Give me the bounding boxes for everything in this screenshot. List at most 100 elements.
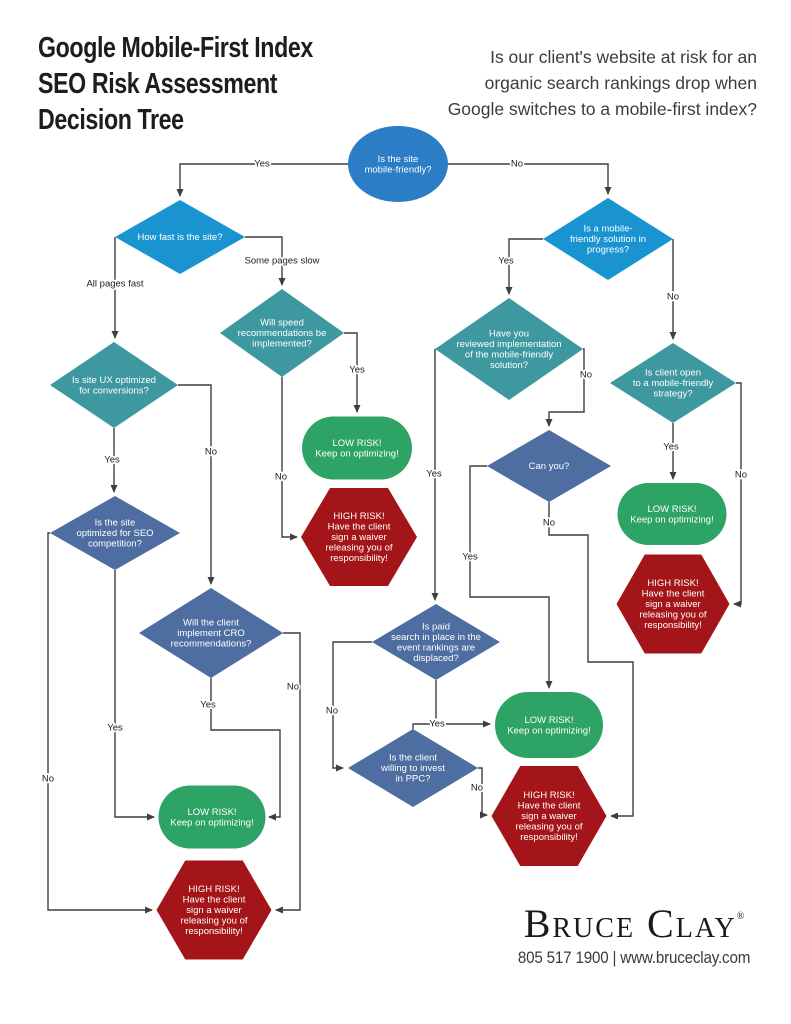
mobile-friendly-solution-in-progress-shape (543, 198, 673, 280)
edge-label-can-you-yes: Yes (462, 552, 478, 563)
low-risk-3-label: LOW RISK!Keep on optimizing! (507, 714, 590, 736)
page-title: Google Mobile-First Index SEO Risk Asses… (38, 30, 313, 138)
client-implement-cro-shape (139, 588, 283, 678)
node-low-risk-3: LOW RISK!Keep on optimizing! (495, 692, 603, 758)
paid-search-in-place-shape (372, 604, 500, 680)
edge-solution-in-progress-yes (505, 238, 543, 295)
edge-can-you-yes (469, 465, 553, 689)
intro-question: Is our client's website at risk for an o… (448, 44, 757, 122)
edge-paid-search-no (332, 641, 372, 772)
edge-label-speed-recs-no: No (275, 472, 287, 483)
node-low-risk-4: LOW RISK!Keep on optimizing! (158, 785, 266, 849)
edge-label-cro-yes: Yes (200, 700, 216, 711)
reviewed-implementation-mobile-solution-shape (435, 298, 583, 400)
edge-label-speed-recs-yes: Yes (349, 365, 365, 376)
edge-label-mobile-friendly-yes: Yes (254, 159, 270, 170)
edge-label-how-fast-all-pages-fast: All pages fast (86, 279, 143, 290)
can-you-label: Can you? (529, 461, 570, 472)
edge-can-you-no (548, 502, 634, 820)
footer: Bruce Clay® 805 517 1900 | www.bruceclay… (484, 896, 784, 968)
client-open-to-mobile-strategy-shape (610, 343, 736, 423)
how-fast-is-the-site-shape (115, 200, 245, 274)
edge-label-can-you-no: No (543, 518, 555, 529)
page-title-line2: SEO Risk Assessment (38, 68, 278, 100)
bruce-clay-logo-text: Bruce Clay (523, 901, 737, 946)
low-risk-4-shape (158, 785, 266, 849)
contact-info: 805 517 1900 | www.bruceclay.com (517, 949, 751, 967)
page-title-line3: Decision Tree (38, 104, 184, 136)
registered-mark: ® (736, 911, 745, 922)
edge-speed-recs-no (281, 377, 298, 541)
edge-label-ux-optimized-yes: Yes (104, 455, 120, 466)
edge-label-ux-optimized-no: No (205, 447, 217, 458)
site-optimized-for-seo-competition-shape (50, 496, 180, 570)
edge-client-open-no (733, 382, 742, 608)
is-site-mobile-friendly-shape (348, 126, 448, 202)
can-you-shape (487, 430, 611, 502)
edge-label-reviewed-implementation-no: No (580, 370, 592, 381)
node-how-fast-is-the-site: How fast is the site? (115, 200, 245, 274)
edge-cro-yes (210, 678, 281, 821)
intro-question-line3: Google switches to a mobile-first index? (447, 99, 757, 119)
edge-label-seo-competition-no: No (42, 774, 54, 785)
high-risk-1-shape (301, 488, 417, 586)
site-ux-optimized-for-conversions-shape (50, 342, 178, 428)
edge-label-ppc-no: No (471, 783, 483, 794)
edge-label-client-open-no: No (735, 470, 747, 481)
edge-seo-competition-no (47, 532, 153, 914)
speed-recommendations-implemented-shape (220, 289, 344, 377)
client-willing-invest-ppc-shape (348, 729, 478, 807)
edge-label-seo-competition-yes: Yes (107, 723, 123, 734)
page-title-line1: Google Mobile-First Index (38, 32, 313, 64)
high-risk-2-shape (616, 554, 730, 654)
low-risk-3-shape (495, 692, 603, 758)
low-risk-2-label: LOW RISK!Keep on optimizing! (630, 503, 713, 525)
high-risk-4-shape (156, 860, 272, 960)
edge-mobile-friendly-yes (176, 163, 348, 197)
edge-ux-optimized-no (178, 384, 215, 585)
edge-label-client-open-yes: Yes (663, 442, 679, 453)
edge-speed-recs-yes (344, 332, 361, 413)
edge-label-paid-search-yes: Yes (429, 719, 445, 730)
how-fast-is-the-site-label: How fast is the site? (137, 232, 222, 243)
edge-label-reviewed-implementation-yes: Yes (426, 469, 442, 480)
edge-ppc-no (478, 767, 488, 819)
edge-cro-no (275, 632, 301, 914)
node-low-risk-1: LOW RISK!Keep on optimizing! (302, 416, 412, 480)
edge-mobile-friendly-no (448, 163, 612, 195)
edge-ppc-yes-join (412, 723, 436, 729)
node-low-risk-2: LOW RISK!Keep on optimizing! (617, 483, 727, 545)
edge-how-fast-some-pages-slow (245, 236, 286, 286)
edge-label-paid-search-no: No (326, 706, 338, 717)
edge-label-how-fast-some-pages-slow: Some pages slow (245, 256, 320, 267)
edge-label-cro-no: No (287, 682, 299, 693)
low-risk-4-label: LOW RISK!Keep on optimizing! (170, 806, 253, 828)
